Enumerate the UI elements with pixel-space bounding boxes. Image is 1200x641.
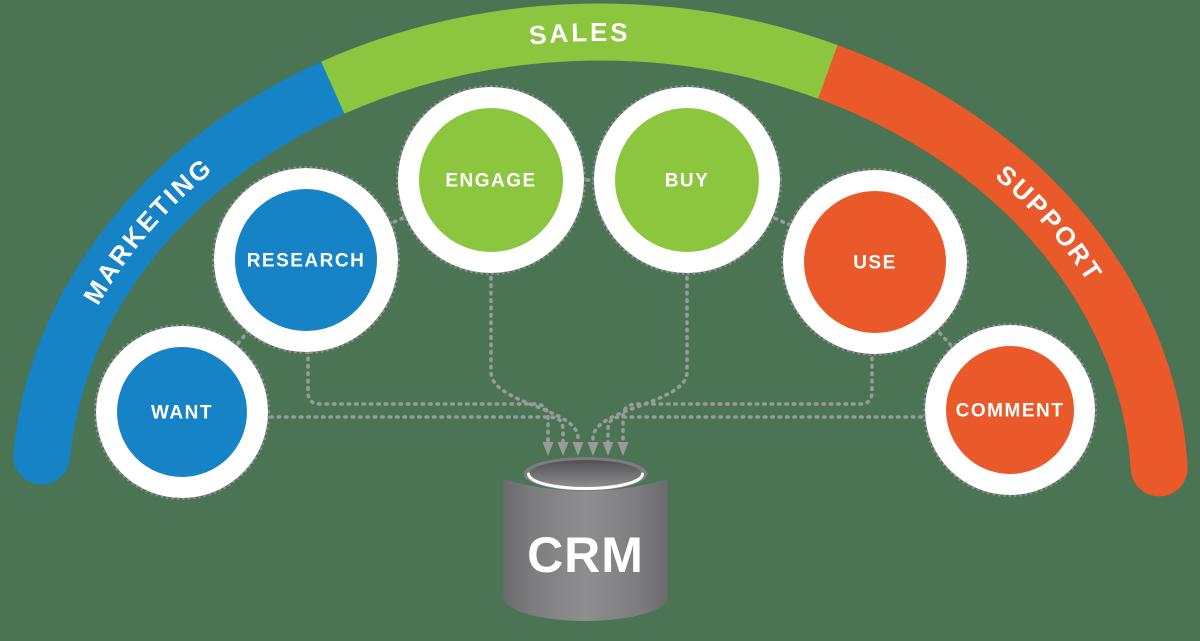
arrowhead-want	[557, 442, 569, 456]
stamp-edge	[591, 84, 783, 276]
flow-line-use	[621, 334, 874, 444]
arrowhead-engage	[572, 442, 584, 456]
stage-bubble	[235, 189, 377, 331]
flow-line-engage	[489, 246, 580, 444]
stamp-edge	[211, 165, 401, 355]
arrowhead-use	[617, 442, 629, 456]
stage-label: RESEARCH	[247, 251, 366, 272]
arc-segment-support	[799, 43, 1188, 497]
cylinder-opening	[529, 460, 642, 487]
arc-label-sales: SALES	[528, 17, 631, 51]
stage-bubble	[117, 347, 247, 477]
crm-database-label: CRM	[527, 527, 644, 583]
flow-line-want	[180, 415, 565, 444]
crm-database: CRM	[503, 457, 668, 621]
arc-label-marketing: MARKETING	[77, 151, 219, 309]
stage-want: WANT	[93, 323, 271, 501]
cylinder-rim-highlight	[527, 472, 644, 490]
stage-bubble	[804, 191, 946, 333]
stage-engage: ENGAGE	[395, 84, 587, 276]
stage-label: USE	[853, 253, 897, 274]
arrowhead-comment	[602, 442, 614, 456]
stage-bubble	[419, 108, 563, 252]
flow-line-comment	[606, 415, 1012, 444]
stage-label: ENGAGE	[445, 171, 536, 192]
stage-comment: COMMENT	[922, 322, 1098, 498]
stage-research: RESEARCH	[211, 165, 401, 355]
stamp-edge	[780, 167, 970, 357]
arrowhead-research	[542, 442, 554, 456]
stage-label: BUY	[665, 171, 710, 192]
flow-line-buy	[591, 246, 689, 444]
stamp-edge	[922, 322, 1098, 498]
stage-label: WANT	[151, 403, 213, 424]
stage-label: COMMENT	[956, 401, 1065, 422]
stamp-edge	[93, 323, 271, 501]
stage-use: USE	[780, 167, 970, 357]
stamp-edge	[395, 84, 587, 276]
arc-segment-sales	[321, 3, 838, 114]
stage-bubble	[946, 346, 1074, 474]
flow-line-research	[306, 334, 550, 444]
stage-circles: WANT RESEARCH ENGAGE BUY USE	[93, 84, 1098, 501]
arc-segment-marketing	[13, 37, 419, 485]
stage-buy: BUY	[591, 84, 783, 276]
arrowhead-buy	[587, 442, 599, 456]
stage-bubble	[615, 108, 759, 252]
cylinder-body	[503, 479, 668, 621]
